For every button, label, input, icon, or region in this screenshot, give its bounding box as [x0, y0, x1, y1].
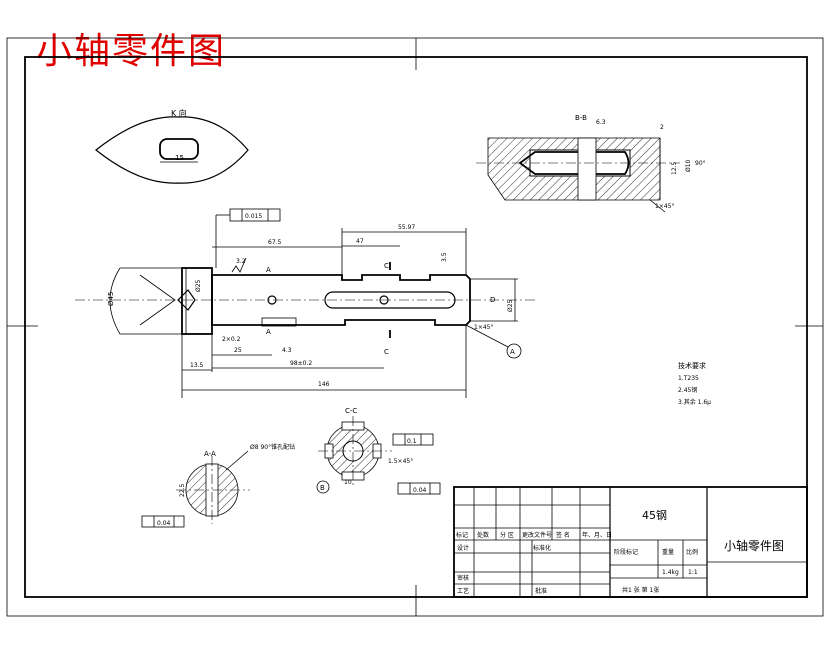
dim-98: 98±0.2	[290, 360, 312, 367]
tb-stage: 阶段标记	[614, 548, 638, 556]
tb-col-5: 签 名	[556, 531, 570, 539]
bb-chamfer: 1×45°	[655, 203, 674, 210]
bottom-dimensions: 13.5 25 4.3 98±0.2 146 2×0.2	[181, 317, 467, 398]
label-c-bot: C	[384, 348, 389, 356]
runout-tol: 0.015	[245, 213, 262, 220]
perp-tol: 0.04	[413, 487, 427, 494]
material-label: 45钢	[642, 509, 667, 522]
tb-weight: 重量	[662, 548, 674, 556]
len-groove: 47	[356, 238, 364, 245]
tech-item-2: 2.45钢	[678, 386, 697, 394]
bb-angle: 90°	[695, 160, 706, 167]
tb-scale: 比例	[686, 548, 698, 556]
datum-a-label: A	[510, 348, 515, 356]
tb-col-1: 标记	[456, 531, 468, 539]
tb-check: 审核	[457, 574, 469, 582]
tb-col-3: 分 区	[500, 531, 514, 539]
dim-2x0-2: 2×0.2	[222, 336, 241, 343]
tb-standardize: 标准化	[533, 544, 551, 552]
dim-phi-shaft: Ø25	[195, 279, 202, 292]
bb-label: B-B	[575, 114, 587, 122]
drawing-title: 小轴零件图	[36, 31, 227, 72]
len-total: 146	[318, 381, 330, 388]
title-block: 45钢 小轴零件图 标记 处数 分 区 更改文件号 签 名 年、月、日 设计 标…	[453, 486, 808, 598]
aa-note: Ø8 90°锥孔配钻	[250, 443, 295, 451]
dim-phi-left: Ø45	[107, 292, 115, 306]
tb-sheets: 共1 张 第 1张	[622, 586, 659, 594]
tb-approve: 批准	[535, 587, 547, 595]
label-d: D	[490, 296, 495, 304]
len-key: 55.97	[398, 224, 415, 231]
label-a-top: A	[266, 266, 271, 274]
surface-finish: 3.2	[236, 258, 246, 265]
parallel-tol: 0.1	[407, 438, 417, 445]
dim-25: 25	[234, 347, 242, 354]
bb-finish: 6.3	[596, 119, 606, 126]
label-c-top: C	[384, 262, 389, 270]
outer-frame	[6, 37, 824, 617]
len-shoulder: 67.5	[268, 239, 282, 246]
tech-requirements: 技术要求 1.T235 2.45钢 3.其余 1.6μ	[678, 361, 711, 406]
section-aa-label: A-A	[204, 450, 216, 458]
section-aa: A-A 22.5 Ø8 90°锥孔配钻 0.04	[141, 443, 295, 528]
tech-item-3: 3.其余 1.6μ	[678, 398, 711, 406]
tb-scale-val: 1:1	[688, 569, 698, 576]
tb-designer: 设计	[457, 544, 469, 552]
dim-13-5: 13.5	[190, 362, 204, 369]
section-cc-label: C-C	[345, 407, 357, 415]
tb-weight-val: 1.4kg	[662, 569, 679, 576]
tb-col-2: 处数	[477, 531, 489, 539]
bb-detail-view: B-B 6.3 12.5 Ø10 90° 2 1×45°	[476, 114, 706, 213]
dim-4-3: 4.3	[282, 347, 292, 354]
k-dim: 15	[175, 154, 184, 162]
bb-depth: 12.5	[671, 161, 678, 175]
chamfer-right: 1×45°	[474, 324, 493, 331]
section-cc: C-C 0.1 1.5×45° 10 B 0.04	[316, 407, 441, 495]
part-name: 小轴零件图	[724, 538, 784, 553]
k-view-label: K 向	[171, 108, 187, 118]
bb-dia: Ø10	[685, 159, 692, 172]
tb-process: 工艺	[457, 587, 469, 595]
tb-col-4: 更改文件号	[522, 531, 552, 539]
tech-item-1: 1.T235	[678, 375, 699, 382]
cc-width: 10	[344, 479, 352, 486]
symmetry-tol: 0.04	[157, 520, 171, 527]
dim-3-5: 3.5	[441, 252, 448, 262]
aa-dim: 22.5	[179, 483, 186, 497]
dim-phi-right: Ø25	[507, 299, 514, 312]
k-view: K 向 15	[95, 108, 249, 184]
bb-side: 2	[660, 124, 664, 131]
label-a-bot: A	[266, 328, 271, 336]
tech-heading: 技术要求	[678, 361, 706, 370]
main-dimensions: 0.015 67.5 55.97 47 3.5	[212, 208, 467, 275]
cc-chamfer: 1.5×45°	[388, 458, 413, 465]
datum-b-label: B	[320, 484, 325, 492]
tb-col-6: 年、月、日	[582, 531, 612, 539]
